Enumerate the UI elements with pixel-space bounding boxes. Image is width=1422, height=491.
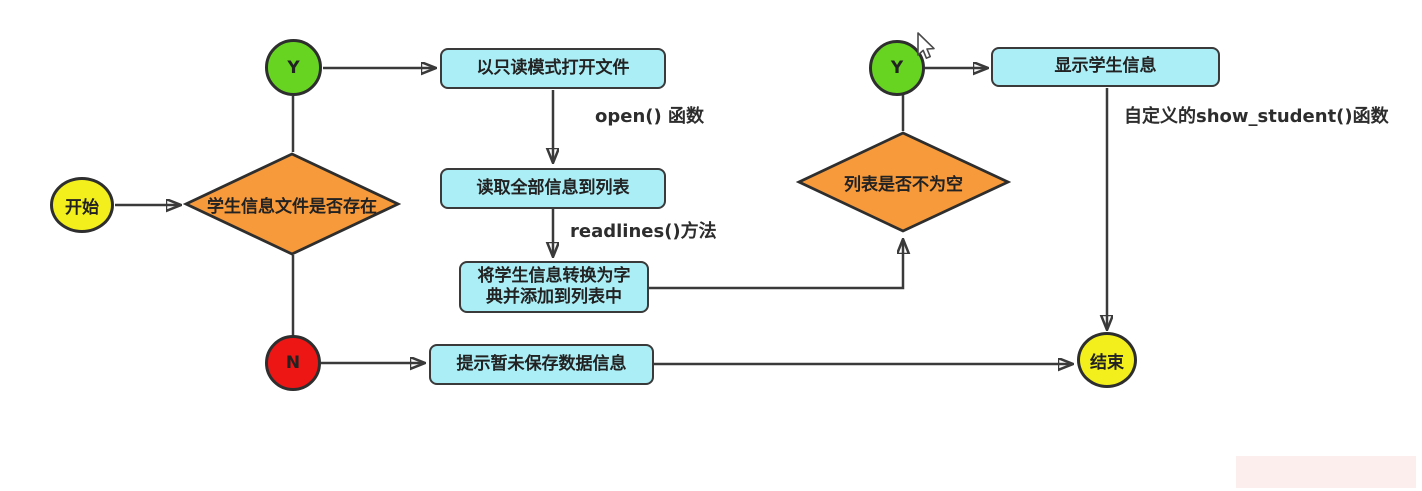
decision-file-exists-label: 学生信息文件是否存在 [207,196,377,217]
process-prompt-unsaved: 提示暂未保存数据信息 [429,344,654,385]
process-open-file: 以只读模式打开文件 [440,48,666,89]
process-open-file-label: 以只读模式打开文件 [476,57,630,78]
process-show-info: 显示学生信息 [991,47,1220,87]
process-show-info-label: 显示学生信息 [1054,56,1157,77]
process-prompt-unsaved-label: 提示暂未保存数据信息 [456,353,627,374]
process-convert: 将学生信息转换为字 典并添加到列表中 [459,261,649,313]
diamond-shape [183,152,401,256]
mouse-pointer-icon [917,32,935,59]
end-label: 结束 [1090,352,1124,373]
faint-overlay-strip [1236,456,1416,488]
no-branch-node: N [265,335,321,391]
process-read-all: 读取全部信息到列表 [440,168,666,209]
yes-label-1: Y [287,57,300,78]
no-label: N [285,353,301,373]
end-node: 结束 [1077,332,1137,388]
diamond-shape [796,131,1011,233]
connector-convert-to-check-list [649,241,903,290]
yes-branch-node-1: Y [265,39,322,96]
annotation-readlines-fn: readlines()方法 [570,221,717,242]
process-convert-label: 将学生信息转换为字 典并添加到列表中 [477,265,631,307]
annotation-open-fn: open() 函数 [595,106,704,127]
start-node: 开始 [50,177,114,233]
decision-list-not-empty-label: 列表是否不为空 [844,174,963,195]
start-label: 开始 [65,197,99,218]
decision-file-exists: 学生信息文件是否存在 [183,151,401,257]
decision-list-not-empty: 列表是否不为空 [796,130,1011,234]
yes-label-2: Y [890,58,904,78]
annotation-show-fn: 自定义的show_student()函数 [1124,106,1389,127]
process-read-all-label: 读取全部信息到列表 [476,177,630,198]
yes-branch-node-2: Y [869,40,925,96]
